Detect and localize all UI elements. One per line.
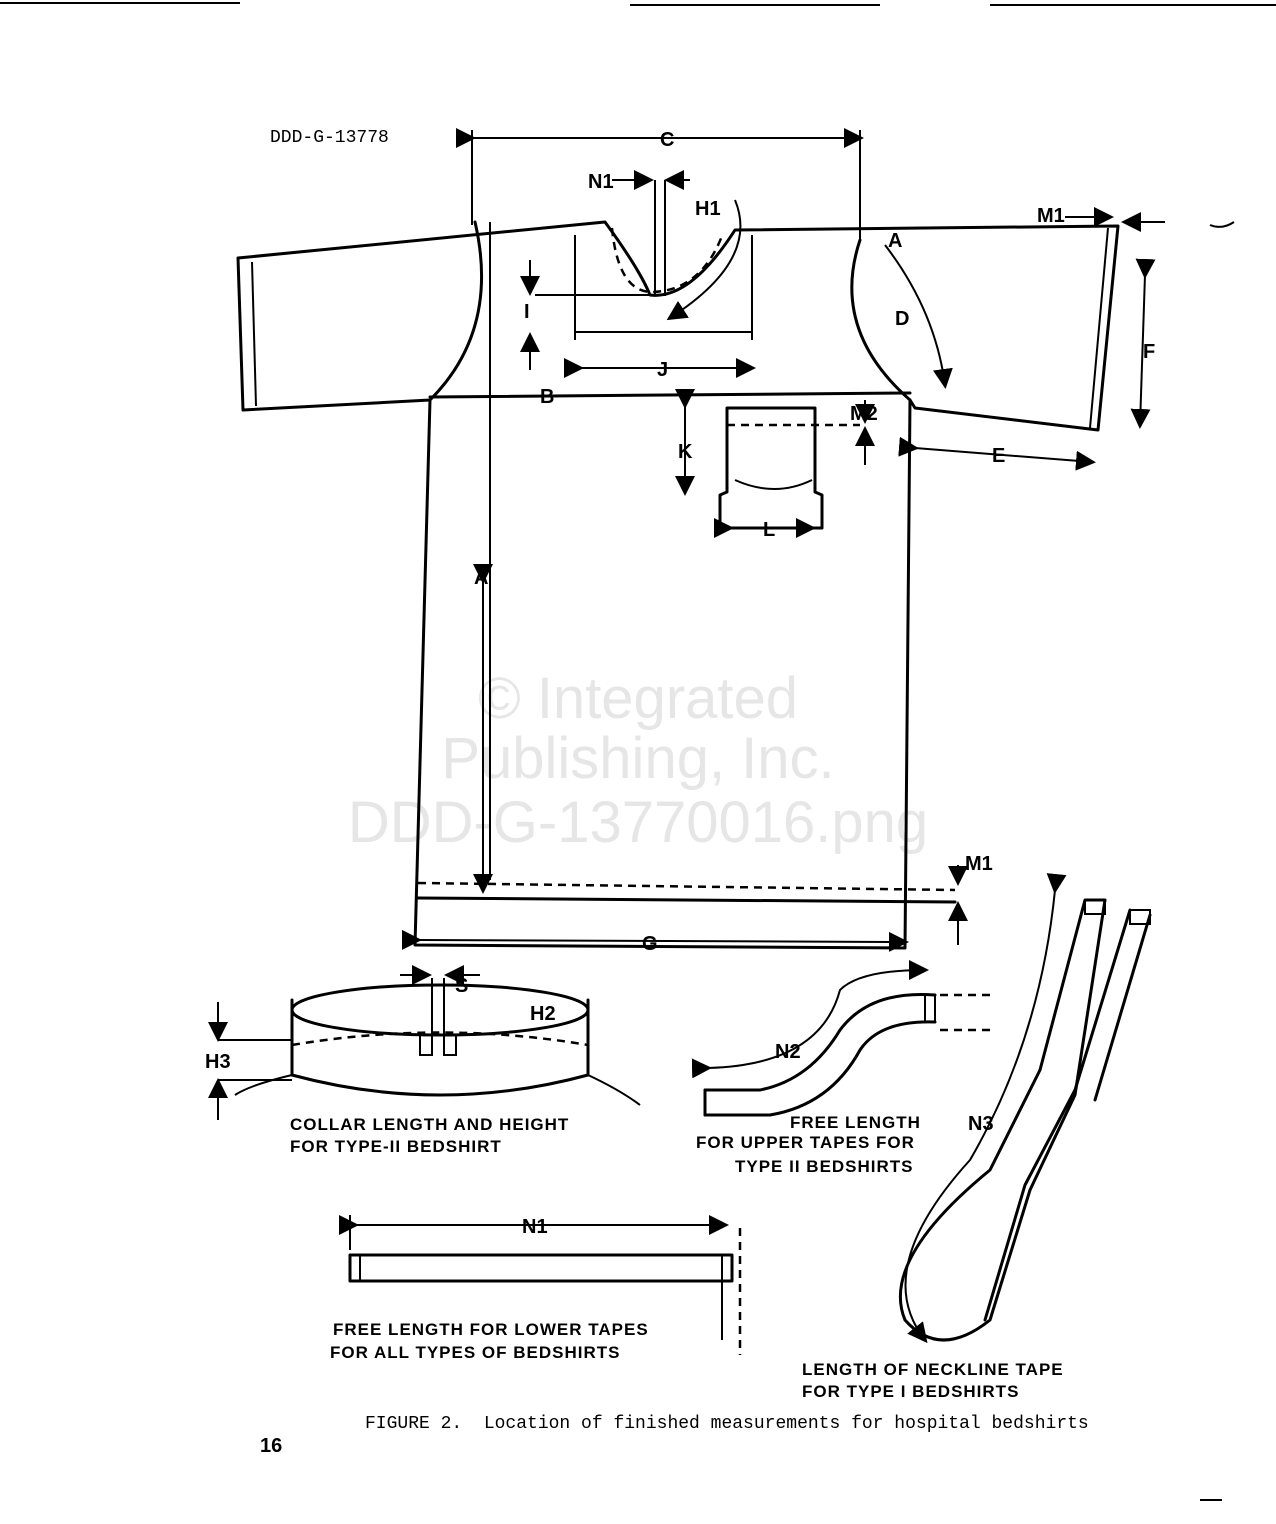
collar-drawing	[208, 965, 641, 1120]
label-n3: N3	[968, 1113, 994, 1135]
label-n1-top: N1	[588, 171, 614, 193]
label-a-body: A	[474, 567, 488, 589]
neckline-tape-drawing	[898, 873, 1152, 1344]
label-n2: N2	[775, 1041, 801, 1063]
label-h2: H2	[530, 1003, 556, 1025]
lower-caption-line1: FREE LENGTH FOR LOWER TAPES	[333, 1320, 649, 1339]
collar-caption-line1: COLLAR LENGTH AND HEIGHT	[290, 1115, 569, 1134]
lower-tape-drawing	[339, 1215, 742, 1355]
label-m2: M2	[850, 403, 878, 425]
svg-text:DDD-G-13770016.png: DDD-G-13770016.png	[348, 790, 928, 855]
upper-caption-line3: TYPE II BEDSHIRTS	[735, 1157, 914, 1176]
figure-caption: FIGURE 2. Location of finished measureme…	[365, 1414, 1089, 1434]
lower-caption-line2: FOR ALL TYPES OF BEDSHIRTS	[330, 1343, 620, 1362]
label-j: J	[657, 359, 668, 381]
watermark: © Integrated Publishing, Inc. DDD-G-1377…	[348, 666, 928, 855]
label-k: K	[678, 441, 693, 463]
upper-caption-line1: FREE LENGTH	[790, 1113, 921, 1132]
label-f: F	[1143, 341, 1155, 363]
collar-caption-line2: FOR TYPE-II BEDSHIRT	[290, 1137, 502, 1156]
page-number: 16	[260, 1435, 282, 1457]
dimension-arrows	[401, 128, 1165, 952]
dimension-labels: C N1 H1 M1 A D F I J B K M2 E L A M1 G S…	[205, 129, 1155, 1238]
upper-caption-line2: FOR UPPER TAPES FOR	[696, 1133, 915, 1152]
neck-caption-line2: FOR TYPE I BEDSHIRTS	[802, 1382, 1019, 1401]
label-i: I	[524, 301, 530, 323]
svg-text:Publishing, Inc.: Publishing, Inc.	[441, 726, 834, 791]
label-h3: H3	[205, 1051, 231, 1073]
document-number: DDD-G-13778	[270, 128, 389, 148]
label-c: C	[660, 129, 674, 151]
label-s: S	[455, 975, 468, 997]
sub-captions: COLLAR LENGTH AND HEIGHT FOR TYPE-II BED…	[290, 1113, 1064, 1401]
label-g: G	[642, 933, 658, 955]
label-n1-tape: N1	[522, 1216, 548, 1238]
svg-text:© Integrated: © Integrated	[478, 666, 798, 731]
label-e: E	[992, 445, 1005, 467]
bedshirt-outline	[236, 130, 1120, 950]
label-m1-hem: M1	[965, 853, 993, 875]
label-m1-sleeve: M1	[1037, 205, 1065, 227]
neck-caption-line1: LENGTH OF NECKLINE TAPE	[802, 1360, 1064, 1379]
label-l: L	[763, 519, 775, 541]
label-b: B	[540, 386, 554, 408]
label-h1: H1	[695, 198, 721, 220]
label-d: D	[895, 308, 909, 330]
label-a-shoulder: A	[888, 230, 902, 252]
upper-tape-drawing	[691, 960, 995, 1117]
